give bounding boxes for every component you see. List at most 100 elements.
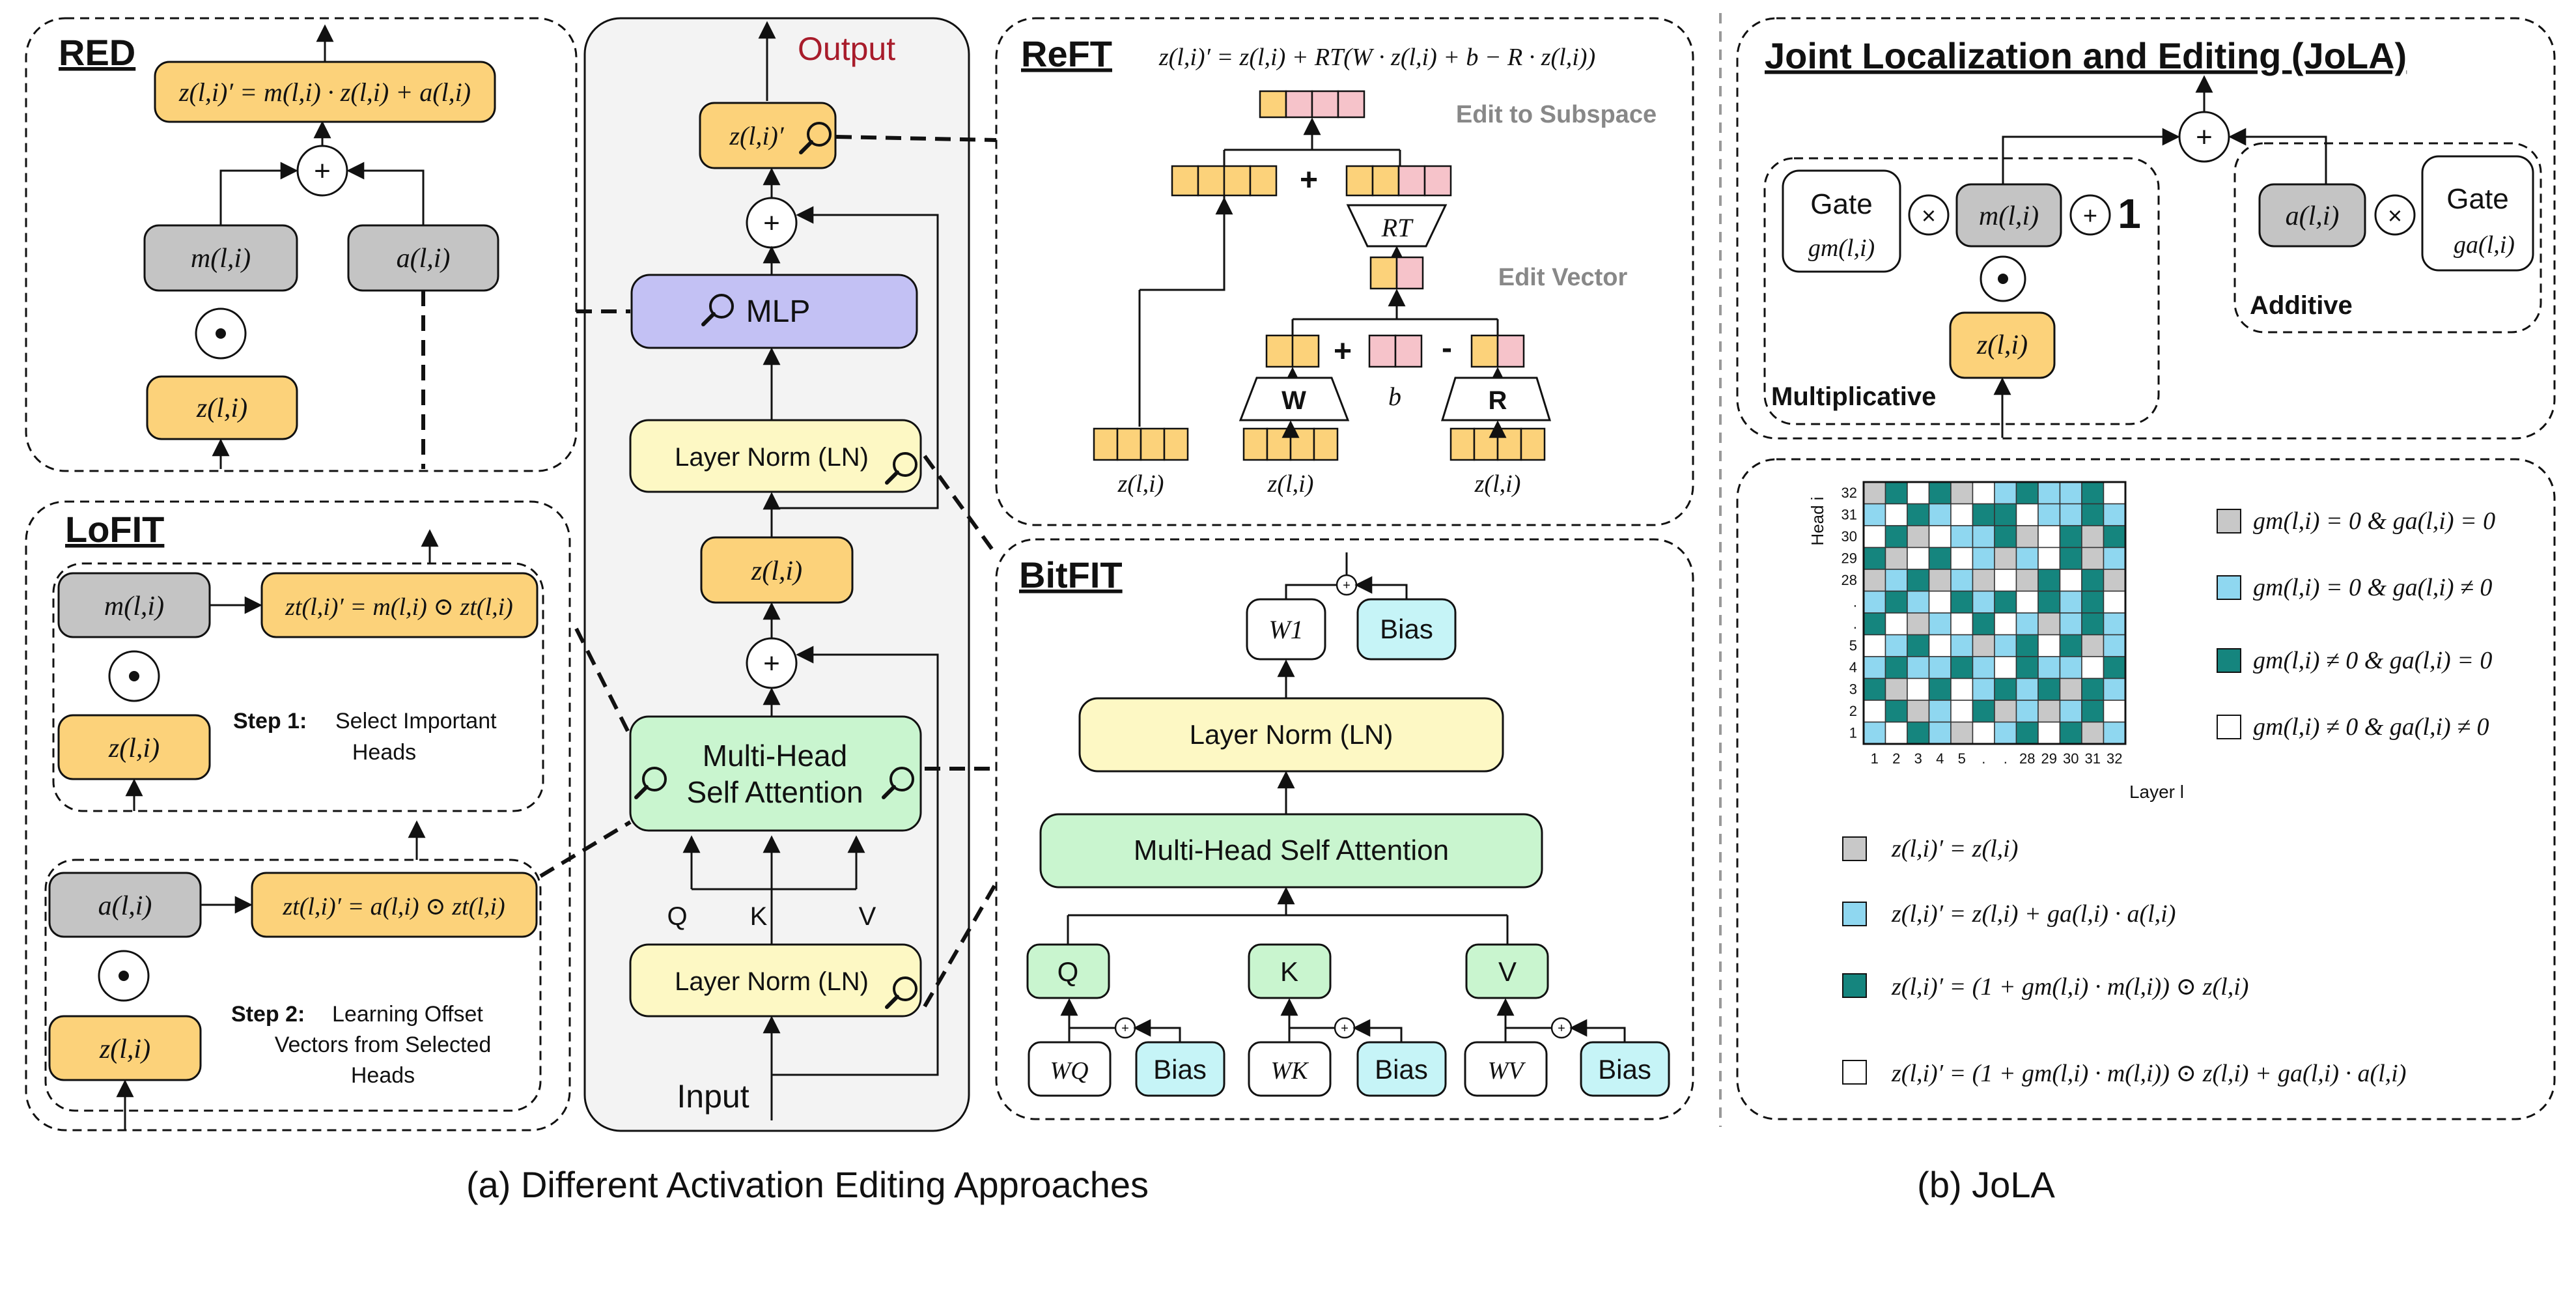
- jola-plus-one: [2069, 194, 2111, 236]
- lofit-eq2-box: [251, 872, 538, 938]
- reft-input-vector-3: [1449, 427, 1546, 461]
- reft-plus-1: +: [1300, 163, 1318, 197]
- legend-bottom-0: z(l,i)′ = z(l,i): [1891, 835, 2018, 862]
- lofit-eq1: zt(l,i)′ = m(l,i) ⊙ zt(l,i): [285, 593, 513, 621]
- grid-cell: [2037, 590, 2061, 614]
- bitfit-q-branch: WQ Bias +: [1028, 998, 1225, 1097]
- layer-tick: 30: [2063, 750, 2079, 767]
- layer-tick: .: [2004, 750, 2008, 767]
- grid-cell: [1994, 677, 2017, 701]
- reft-z-label-1: z(l,i): [1117, 470, 1164, 498]
- grid-cell: [1884, 677, 1908, 701]
- head-tick: 2: [1849, 703, 1857, 719]
- legend-top-3: gm(l,i) ≠ 0 & ga(l,i) ≠ 0: [2253, 713, 2489, 741]
- grid-cell: [1907, 634, 1930, 657]
- grid-cell: [1928, 612, 1952, 636]
- head-tick: 29: [1841, 550, 1857, 567]
- mhsa-box: [629, 715, 922, 832]
- grid-cell: [1994, 525, 2017, 548]
- grid-cell: [1950, 612, 1974, 636]
- grid-cell: [2037, 503, 2061, 526]
- gate-a-box: [2421, 155, 2534, 272]
- svg-text:+: +: [2196, 121, 2213, 153]
- grid-cell: [2037, 721, 2061, 745]
- grid-cell: [2037, 547, 2061, 570]
- multiplicative-label: Multiplicative: [1771, 382, 1936, 411]
- grid-cell: [1972, 547, 1995, 570]
- grid-cell: [1994, 721, 2017, 745]
- bitfit-v-branch: WV Bias +: [1464, 998, 1670, 1097]
- grid-cell: [1950, 590, 1974, 614]
- update-legend: z(l,i)′ = z(l,i) z(l,i)′ = z(l,i) + ga(l…: [1842, 835, 2406, 1087]
- grid-cell: [1884, 634, 1908, 657]
- update-swatch-blue: [1842, 902, 1867, 926]
- v-label: V: [859, 902, 876, 931]
- bitfit-mhsa-label: Multi-Head Self Attention: [1134, 834, 1449, 866]
- bitfit-top-bias-label: Bias: [1380, 614, 1433, 644]
- grid-cell: [1994, 700, 2017, 723]
- grid-cell: [1863, 721, 1886, 745]
- red-equation: z(l,i)′ = m(l,i) · z(l,i) + a(l,i): [178, 78, 471, 107]
- lofit-step1-text-b: Heads: [352, 740, 416, 765]
- head-tick: 4: [1849, 659, 1857, 676]
- jola-one: 1: [2118, 190, 2141, 237]
- grid-cell: [2081, 503, 2105, 526]
- lofit-step2-text-c: Heads: [351, 1063, 415, 1088]
- grid-cell: [1884, 656, 1908, 679]
- layer-tick: 5: [1958, 750, 1966, 767]
- layer-tick: 28: [2019, 750, 2035, 767]
- grid-cell: [1928, 656, 1952, 679]
- reft-b-label: b: [1388, 382, 1401, 411]
- jola-bottom-panel: [1736, 458, 2556, 1120]
- lofit-section: LoFIT m(l,i) zt(l,i)′ = m(l,i) ⊙ zt(l,i)…: [48, 509, 539, 1130]
- grid-cell: [1884, 503, 1908, 526]
- grid-cell: [2103, 590, 2126, 614]
- center-z-label: z(l,i): [751, 556, 802, 586]
- w1-label: W1: [1268, 615, 1303, 644]
- gate-m-symbol: gm(l,i): [1808, 235, 1875, 262]
- jola-z-label: z(l,i): [1976, 330, 2028, 360]
- bitfit-k-box: [1248, 943, 1332, 999]
- grid-cell: [1863, 634, 1886, 657]
- grid-cell: [2059, 547, 2082, 570]
- grid-cell: [2059, 612, 2082, 636]
- grid-cell: [2037, 612, 2061, 636]
- lofit-step1-box: [52, 562, 544, 812]
- grid-cell: [2015, 656, 2039, 679]
- grid-cell: [2015, 634, 2039, 657]
- grid-cell: [1907, 721, 1930, 745]
- grid-cell: [1907, 547, 1930, 570]
- grid-cell: [2037, 700, 2061, 723]
- head-tick: 3: [1849, 681, 1857, 698]
- grid-cell: [1972, 656, 1995, 679]
- grid-cell: [2103, 612, 2126, 636]
- grid-cell: [1907, 481, 1930, 505]
- r-projection: [1440, 377, 1552, 421]
- grid-cell: [1928, 700, 1952, 723]
- grid-cell: [2015, 525, 2039, 548]
- legend-swatch-teal: [2217, 648, 2241, 673]
- lofit-eq2: zt(l,i)′ = a(l,i) ⊙ zt(l,i): [282, 893, 505, 920]
- grid-cell: [1907, 590, 1930, 614]
- grid-cell: [2103, 721, 2126, 745]
- lofit-step2-text-b: Vectors from Selected: [275, 1032, 492, 1057]
- legend-top-0: gm(l,i) = 0 & ga(l,i) = 0: [2253, 507, 2495, 535]
- lofit-z1-label: z(l,i): [108, 733, 160, 763]
- grid-cell: [1863, 612, 1886, 636]
- reft-edit-vector: [1345, 165, 1452, 197]
- layer-tick: 1: [1871, 750, 1879, 767]
- grid-cell: [1950, 677, 1974, 701]
- update-swatch-gray: [1842, 836, 1867, 861]
- bitfit-q-label: Q: [1057, 956, 1079, 987]
- grid-cell: [1994, 547, 2017, 570]
- grid-cell: [1863, 503, 1886, 526]
- wq-label: WQ: [1050, 1057, 1088, 1085]
- mhsa-label-2: Self Attention: [686, 775, 863, 809]
- grid-cell: [2103, 481, 2126, 505]
- grid-cell: [2037, 677, 2061, 701]
- grid-cell: [2015, 590, 2039, 614]
- ln-top-box: [629, 419, 922, 493]
- svg-text:+: +: [763, 648, 780, 679]
- grid-cell: [1972, 481, 1995, 505]
- jola-m-label: m(l,i): [1979, 201, 2039, 231]
